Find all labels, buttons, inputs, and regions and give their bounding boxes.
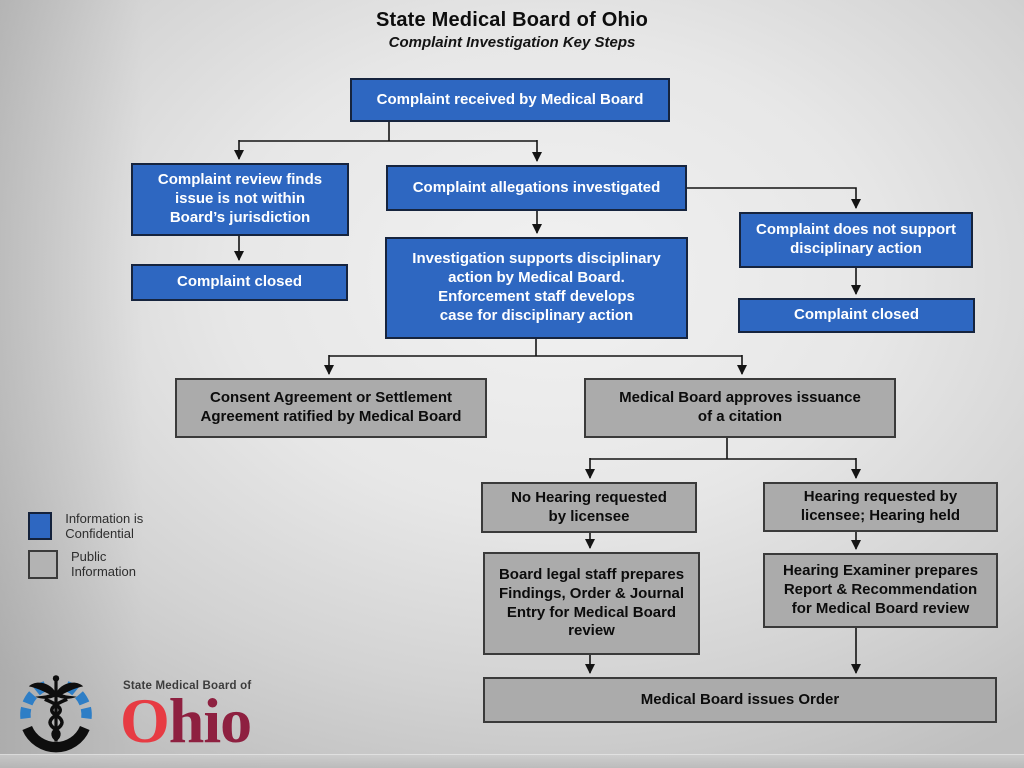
page-title: State Medical Board of Ohio (375, 9, 649, 31)
flow-node-closed-right: Complaint closed (738, 298, 975, 333)
flow-node-consent: Consent Agreement or Settlement Agreemen… (175, 378, 487, 438)
flow-node-no-support: Complaint does not support disciplinary … (739, 212, 973, 268)
flow-node-label: Hearing requested by licensee; Hearing h… (800, 488, 961, 524)
flow-node-label: Complaint closed (176, 273, 303, 291)
flow-node-label: Medical Board approves issuance of a cit… (619, 389, 861, 425)
flow-node-label: No Hearing requested by licensee (511, 488, 667, 525)
flow-node-label: Complaint received by Medical Board (376, 90, 644, 108)
legend-swatch-public-icon (28, 549, 58, 579)
flow-node-supports: Investigation supports disciplinary acti… (385, 237, 688, 339)
flow-node-closed-left: Complaint closed (131, 264, 348, 301)
legend-item-confidential: Information is Confidential (28, 511, 150, 541)
flow-node-board-legal: Board legal staff prepares Findings, Ord… (483, 552, 700, 655)
legend-label-public: Public Information (70, 549, 137, 579)
flow-node-label: Complaint allegations investigated (412, 178, 661, 196)
flow-edge (687, 187, 861, 209)
flow-node-no-hearing: No Hearing requested by licensee (481, 482, 697, 533)
caduceus-icon (20, 675, 92, 753)
logo: State Medical Board of Ohio (16, 670, 296, 762)
logo-tagline: State Medical Board of (123, 680, 252, 692)
flow-node-label: Board legal staff prepares Findings, Ord… (498, 565, 685, 640)
legend-item-public: Public Information (28, 549, 146, 579)
flow-node-issues-order: Medical Board issues Order (483, 677, 997, 723)
logo-text: State Medical Board of Ohio (120, 680, 296, 753)
flow-node-label: Medical Board issues Order (640, 690, 840, 708)
flow-node-label: Hearing Examiner prepares Report & Recom… (782, 562, 979, 617)
flow-node-label: Consent Agreement or Settlement Agreemen… (200, 389, 462, 425)
logo-ohio-wordmark: Ohio (120, 689, 296, 753)
flow-node-approves: Medical Board approves issuance of a cit… (584, 378, 896, 438)
flow-node-label: Complaint closed (793, 306, 920, 324)
page-subtitle: Complaint Investigation Key Steps (388, 34, 636, 51)
flow-node-review: Complaint review finds issue is not with… (131, 163, 349, 236)
legend-swatch-confidential-icon (28, 512, 53, 540)
logo-ohio-o: O (120, 685, 170, 756)
legend-label-confidential: Information is Confidential (65, 511, 144, 541)
bottom-strip (0, 754, 1024, 768)
flow-node-label: Complaint does not support disciplinary … (756, 221, 956, 257)
flow-node-received: Complaint received by Medical Board (350, 78, 670, 122)
flow-node-label: Investigation supports disciplinary acti… (412, 250, 661, 324)
flow-node-examiner: Hearing Examiner prepares Report & Recom… (763, 553, 998, 628)
flow-node-hearing: Hearing requested by licensee; Hearing h… (763, 482, 998, 532)
logo-ohio-rest: hio (168, 685, 252, 756)
flow-node-label: Complaint review finds issue is not with… (157, 171, 323, 226)
flow-node-investigated: Complaint allegations investigated (386, 165, 687, 211)
